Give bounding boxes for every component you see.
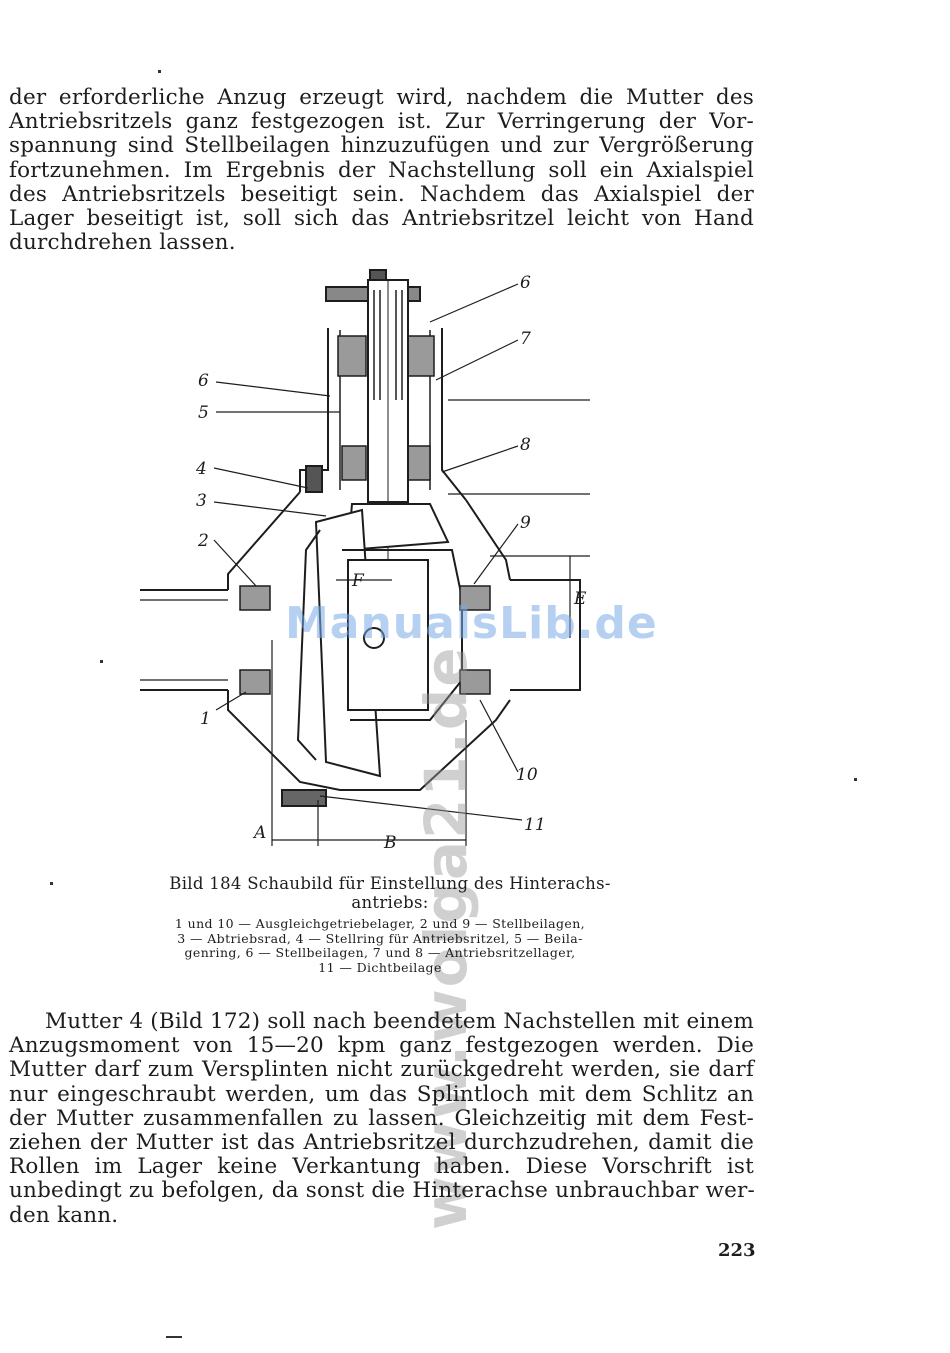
watermark-horizontal: ManualsLib.de	[285, 598, 658, 649]
text-line: Rollen im Lager keine Verkantung haben. …	[9, 1154, 754, 1180]
label-4: 4	[195, 459, 207, 479]
text-line: fortzunehmen. Im Ergebnis der Nachstellu…	[9, 157, 754, 183]
page-number: 223	[718, 1240, 756, 1261]
dimension-label-b: B	[383, 833, 397, 853]
text-line: Lager beseitigt ist, soll sich das Antri…	[9, 206, 754, 232]
watermark-vertical: www.wolga21.de	[420, 645, 480, 1230]
figure-caption-title: Bild 184 Schaubild für Einstellung des H…	[120, 874, 660, 912]
dimension-label-a: A	[252, 823, 266, 843]
dimension-label-e: E	[573, 589, 587, 609]
text-line: durchdrehen lassen.	[9, 230, 236, 256]
figure-caption-legend: 1 und 10 — Ausgleichgetriebelager, 2 und…	[140, 916, 620, 975]
caption-line: antriebs:	[351, 893, 429, 912]
text-line: Mutter 4 (Bild 172) soll nach beendetem …	[45, 1009, 754, 1034]
label-10: 10	[516, 765, 538, 785]
legend-line: genring, 6 — Stellbeilagen, 7 und 8 — An…	[184, 945, 576, 960]
label-6-top: 6	[520, 273, 531, 293]
text-line: Anzugsmoment von 15—20 kpm ganz festgezo…	[9, 1033, 754, 1059]
label-2: 2	[197, 531, 209, 551]
text-line: unbedingt zu befolgen, da sonst die Hint…	[9, 1178, 755, 1204]
watermark-vertical-text: www.wolga21.de	[420, 645, 480, 1230]
dimension-label-f: F	[351, 571, 365, 591]
text-line: Antriebsritzels ganz festgezogen ist. Zu…	[9, 109, 754, 135]
paragraph-top: der erforderliche Anzug erzeugt wird, na…	[9, 85, 754, 256]
legend-line: 1 und 10 — Ausgleichgetriebelager, 2 und…	[174, 916, 586, 931]
text-line: spannung sind Stellbeilagen hinzuzufügen…	[9, 133, 754, 159]
label-5: 5	[198, 403, 209, 423]
legend-line: 11 — Dichtbeilage	[318, 959, 442, 975]
label-11: 11	[524, 815, 546, 835]
text-line: ziehen der Mutter ist das Antriebsritzel…	[9, 1130, 754, 1156]
rear-axle-drive-diagram: 6 5 4 3 2 1 6 7 8 9 10 11 A B C D E F	[140, 269, 590, 853]
label-9: 9	[520, 513, 531, 533]
caption-line: Bild 184 Schaubild für Einstellung des H…	[169, 874, 611, 893]
label-6: 6	[198, 371, 209, 391]
paragraph-bottom: Mutter 4 (Bild 172) soll nach beendetem …	[9, 1009, 755, 1228]
text-line: der Mutter zusammenfallen zu lassen. Gle…	[9, 1105, 754, 1131]
text-line: der erforderliche Anzug erzeugt wird, na…	[9, 85, 754, 110]
label-3: 3	[196, 491, 207, 511]
label-8: 8	[520, 435, 531, 455]
text-line: Mutter darf zum Versplinten nicht zurück…	[9, 1057, 754, 1083]
text-line: nur eingeschraubt werden, um das Splintl…	[9, 1081, 754, 1107]
text-line: des Antriebsritzels beseitigt sein. Nach…	[9, 181, 754, 207]
legend-line: 3 — Abtriebsrad, 4 — Stellring für Antri…	[177, 930, 583, 946]
text-line: den kann.	[9, 1202, 119, 1228]
label-1: 1	[200, 709, 211, 729]
label-7: 7	[520, 329, 531, 349]
